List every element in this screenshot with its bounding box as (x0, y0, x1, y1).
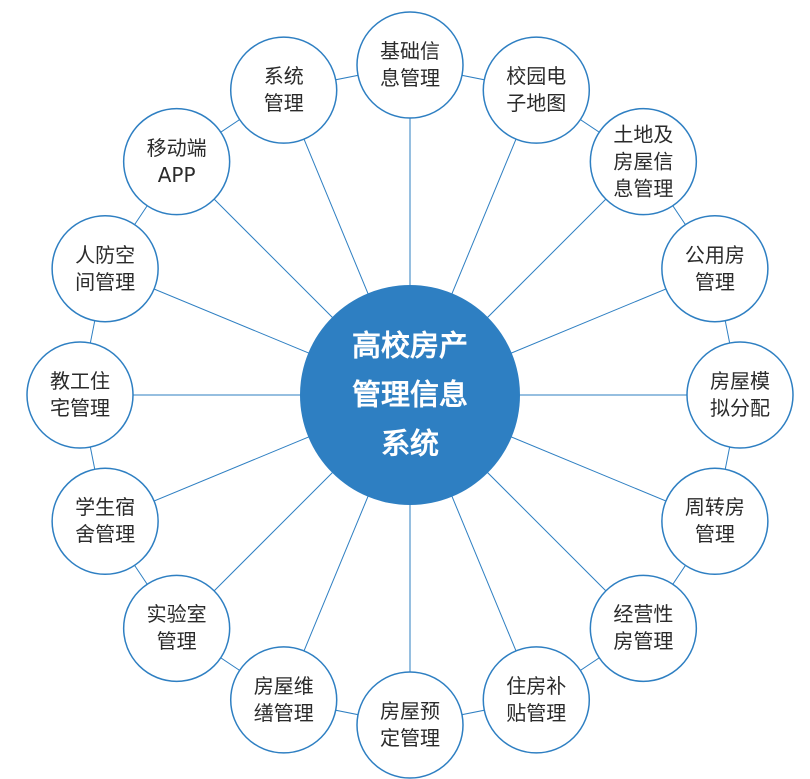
node-basic-info (356, 11, 464, 119)
node-civil-defense (51, 214, 159, 323)
node-student-dormitory (51, 467, 159, 576)
node-housing-maintenance (229, 646, 338, 754)
node-operating-housing (589, 574, 698, 683)
node-turnover-housing (661, 467, 769, 576)
node-public-housing (661, 214, 769, 323)
node-laboratory (122, 574, 231, 683)
node-mobile-app (122, 107, 231, 216)
node-land-building-info (589, 107, 698, 216)
center-node-label: 高校房产 管理信息 系统 (351, 328, 469, 461)
module-nodes (26, 11, 794, 779)
node-campus-map (482, 36, 591, 144)
node-housing-reservation (356, 671, 464, 779)
center-node (300, 285, 520, 505)
node-system-management (229, 36, 338, 144)
node-housing-subsidy (482, 646, 591, 754)
node-faculty-residence (26, 341, 134, 449)
node-housing-simulation (686, 341, 794, 449)
